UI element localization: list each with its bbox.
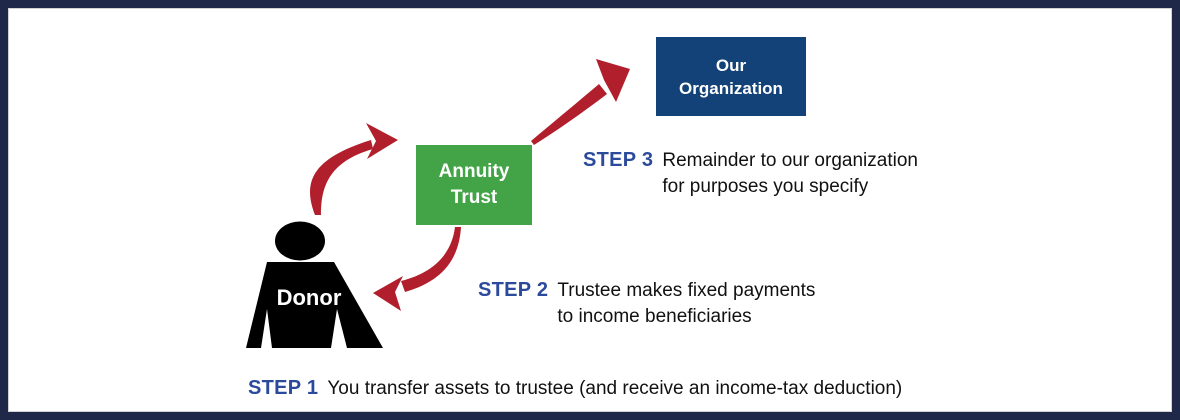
organization-label-line2: Organization: [679, 78, 783, 98]
step2-caption: STEP 2 Trustee makes fixed payments to i…: [478, 278, 815, 330]
arrow-donor-to-trust-icon: [310, 123, 398, 215]
step1-label: STEP 1: [248, 377, 319, 399]
organization-node: Our Organization: [656, 37, 806, 116]
step2-label: STEP 2: [478, 279, 549, 301]
donor-label: Donor: [276, 285, 342, 310]
annuity-trust-label-line1: Annuity: [438, 161, 510, 182]
arrow-trust-to-organization-icon: [531, 59, 630, 145]
step1-caption: STEP 1 You transfer assets to trustee (a…: [248, 376, 902, 402]
step2-text-line2: to income beneficiaries: [557, 306, 752, 327]
step3-text-line1: Remainder to our organization: [662, 150, 918, 171]
step3-caption: STEP 3 Remainder to our organization for…: [583, 148, 918, 200]
step2-text-line1: Trustee makes fixed payments: [557, 280, 816, 301]
flow-diagram-canvas: [246, 59, 630, 348]
donor-person-icon: [246, 221, 383, 348]
step2-text: Trustee makes fixed payments to income b…: [557, 278, 815, 330]
annuity-trust-node: Annuity Trust: [416, 145, 532, 225]
step1-text-line1: You transfer assets to trustee (and rece…: [327, 378, 903, 399]
annuity-trust-label-line2: Trust: [450, 187, 498, 208]
step3-text: Remainder to our organization for purpos…: [662, 148, 918, 200]
step3-text-line2: for purposes you specify: [662, 176, 869, 197]
step1-text: You transfer assets to trustee (and rece…: [327, 376, 902, 402]
arrow-trust-to-donor-icon: [373, 227, 461, 311]
organization-label-line1: Our: [715, 55, 747, 75]
step3-label: STEP 3: [583, 149, 654, 171]
